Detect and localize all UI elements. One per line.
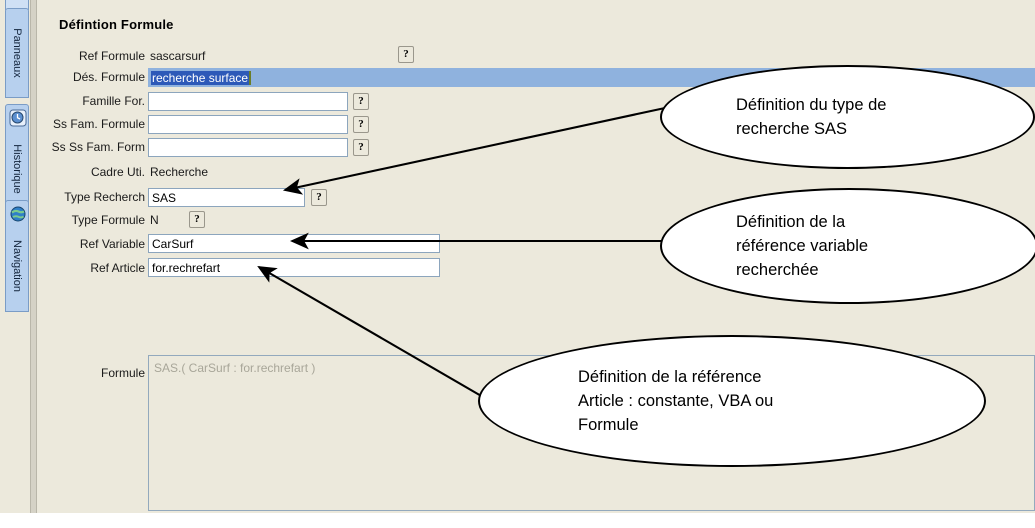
annotation-callout-2-text: Définition de la référence variable rech… <box>736 213 869 279</box>
help-button-type-recherch[interactable]: ? <box>311 189 327 206</box>
help-button-ss-ss-fam-form[interactable]: ? <box>353 139 369 156</box>
label-ref-variable: Ref Variable <box>79 237 145 251</box>
input-des-formule-selection: recherche surface <box>151 71 250 85</box>
input-ss-fam-formule[interactable] <box>148 115 348 134</box>
value-ref-formule: sascarsurf <box>150 49 206 63</box>
textarea-formule-value: SAS.( CarSurf : for.rechrefart ) <box>154 361 316 375</box>
annotation-callout-3-text: Définition de la référence Article : con… <box>578 368 774 434</box>
help-button-type-formule[interactable]: ? <box>189 211 205 228</box>
history-clock-icon <box>9 109 27 127</box>
value-type-formule: N <box>150 213 159 227</box>
input-ref-article[interactable]: for.rechrefart <box>148 258 440 277</box>
input-famille-for[interactable] <box>148 92 348 111</box>
help-button-famille-for[interactable]: ? <box>353 93 369 110</box>
annotation-callout-1: Définition du type de recherche SAS <box>660 65 1035 169</box>
globe-icon <box>9 205 27 223</box>
label-cadre-uti: Cadre Uti. <box>90 165 145 179</box>
input-type-recherch[interactable]: SAS <box>148 188 305 207</box>
input-ss-ss-fam-form[interactable] <box>148 138 348 157</box>
label-formule: Formule <box>100 366 145 380</box>
input-ref-variable[interactable]: CarSurf <box>148 234 440 253</box>
page-title: Défintion Formule <box>59 17 174 32</box>
label-type-recherch: Type Recherch <box>64 190 145 204</box>
label-des-formule: Dés. Formule <box>72 70 145 84</box>
label-type-formule: Type Formule <box>71 213 145 227</box>
help-button-ref-formule[interactable]: ? <box>398 46 414 63</box>
sidebar-tab-navigation[interactable]: Navigation <box>5 200 29 312</box>
sidebar-tab-panneaux[interactable]: Panneaux <box>5 8 29 98</box>
sidebar-splitter[interactable] <box>30 0 37 513</box>
label-ss-ss-fam-form: Ss Ss Fam. Form <box>51 140 145 154</box>
label-ref-article: Ref Article <box>90 261 145 275</box>
value-cadre-uti: Recherche <box>150 165 209 179</box>
annotation-callout-1-text: Définition du type de recherche SAS <box>736 96 887 138</box>
sidebar: Panneaux Historique Navigation <box>0 0 30 513</box>
annotation-callout-3: Définition de la référence Article : con… <box>478 335 986 467</box>
label-ref-formule: Ref Formule <box>78 49 145 63</box>
label-famille-for: Famille For. <box>82 94 145 108</box>
help-button-ss-fam-formule[interactable]: ? <box>353 116 369 133</box>
label-ss-fam-formule: Ss Fam. Formule <box>52 117 145 131</box>
annotation-callout-2: Définition de la référence variable rech… <box>660 188 1035 304</box>
